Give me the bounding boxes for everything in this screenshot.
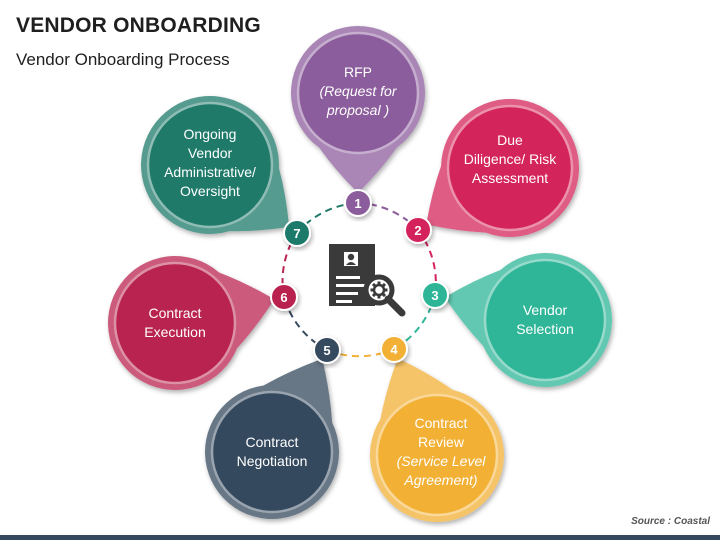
stage-label-line: Contract: [245, 434, 299, 450]
stage-label-line: Vendor: [522, 302, 568, 318]
stage-bubble: [446, 104, 574, 232]
stage-bubble: [296, 31, 420, 155]
stage-badge: 4: [380, 335, 408, 363]
stage-5: [205, 358, 339, 519]
stage-label-line: Selection: [516, 321, 574, 337]
stage-bubble: [210, 390, 334, 514]
bottom-bar: [0, 535, 720, 540]
stage-6: [108, 256, 275, 390]
stage-label-line: Assessment: [471, 169, 549, 186]
document-search-icon: [329, 244, 406, 317]
badge-circle: [313, 336, 341, 364]
stage-label-subline: (Service Level: [396, 453, 486, 469]
stage-number: 5: [323, 343, 330, 358]
stage-bubble: [113, 261, 237, 385]
stage-label-subline: proposal ): [326, 101, 390, 118]
stage-label-line: Contract: [414, 415, 468, 431]
page-title: VENDOR ONBOARDING: [16, 14, 261, 37]
stage-number: 1: [354, 196, 361, 211]
stage-bubble: [375, 393, 499, 517]
stage-badge: 7: [283, 219, 311, 247]
stage-label-line: Oversight: [180, 183, 240, 199]
stage-label-line: Administrative/: [164, 164, 256, 180]
stage-label-line: Execution: [144, 324, 206, 340]
stage-badge: 5: [313, 336, 341, 364]
stage-badge: 6: [270, 283, 298, 311]
stage-label-subline: (Request for: [319, 82, 397, 99]
stage-number: 7: [293, 226, 300, 241]
stage-number: 3: [431, 288, 438, 303]
stage-bubble: [483, 258, 607, 382]
badge-circle: [380, 335, 408, 363]
stage-label-line: Contract: [148, 305, 202, 321]
stage-number: 4: [390, 342, 398, 357]
badge-circle: [421, 281, 449, 309]
stage-2: [426, 99, 579, 237]
stage-label-line: Review: [418, 434, 464, 450]
badge-circle: [283, 219, 311, 247]
stage-badge: 1: [344, 189, 372, 217]
stage-number: 6: [280, 290, 287, 305]
stage-label-line: Diligence/ Risk: [463, 150, 557, 167]
stage-label-line: Ongoing: [183, 126, 237, 142]
stage-badge: 2: [404, 216, 432, 244]
page-subtitle: Vendor Onboarding Process: [16, 50, 230, 69]
stage-4: [369, 358, 505, 522]
stage-1: [291, 25, 426, 194]
magnifier-lens: [363, 274, 395, 306]
stage-badge: 3: [421, 281, 449, 309]
stage-bubble: [146, 101, 274, 229]
badge-circle: [344, 189, 372, 217]
stage-3: [444, 253, 612, 387]
badge-circle: [404, 216, 432, 244]
stage-label-subline: Agreement): [404, 472, 478, 488]
stage-number: 2: [414, 223, 421, 238]
stage-label-1: RFP (Request for proposal ): [296, 41, 420, 141]
source-note: Source : Coastal: [631, 516, 710, 527]
stage-label-line: Due: [497, 131, 523, 148]
badge-circle: [270, 283, 298, 311]
stage-label-line: Negotiation: [236, 453, 308, 469]
stage-label-line: RFP: [344, 63, 372, 80]
stage-7: [140, 96, 290, 235]
stage-label-line: Vendor: [187, 145, 233, 161]
magnifier-handle: [384, 295, 406, 317]
